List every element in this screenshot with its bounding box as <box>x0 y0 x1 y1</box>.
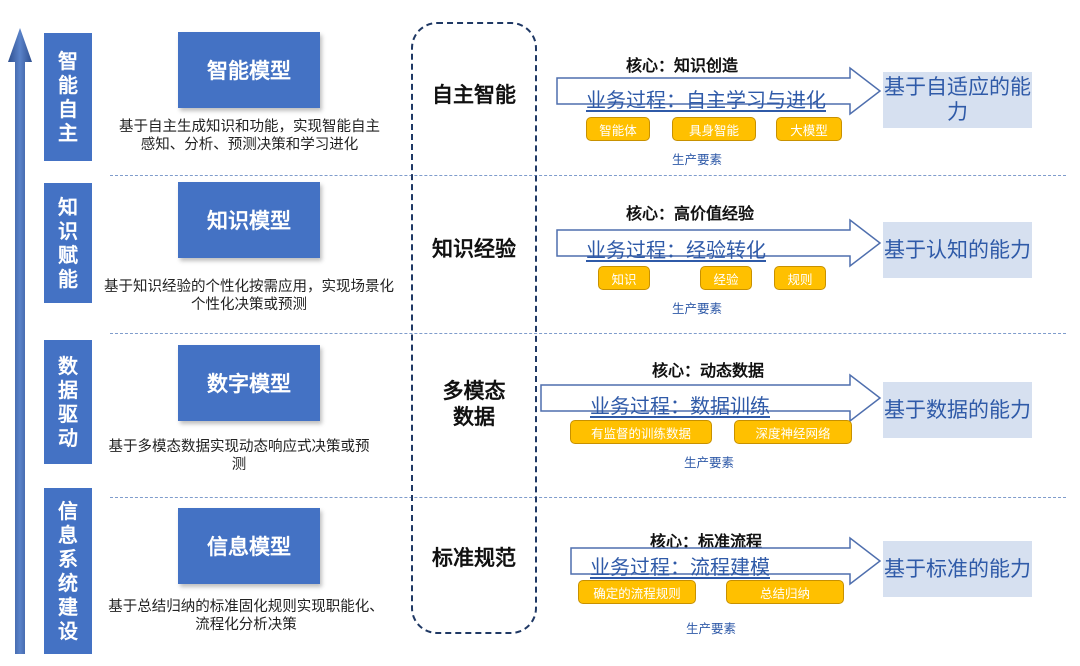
capability-box-standard: 基于标准的能力 <box>883 541 1032 597</box>
stage-label-data-driven: 数据驱动 <box>44 340 92 464</box>
factor-tag: 经验 <box>700 266 752 290</box>
model-desc-intelligent: 基于自主生成知识和功能，实现智能自主感知、分析、预测决策和学习进化 <box>119 119 380 153</box>
factor-caption: 生产要素 <box>672 301 723 316</box>
stage-label-knowledge-empowerment: 知识赋能 <box>44 183 92 303</box>
capability-box-adaptive: 基于自适应的能力 <box>883 72 1032 128</box>
level-up-arrow <box>8 28 32 654</box>
center-label-standards: 标准规范 <box>432 546 516 570</box>
factor-tag: 深度神经网络 <box>734 420 852 444</box>
core-label: 核心：知识创造 <box>626 56 739 75</box>
model-box-intelligent: 智能模型 <box>178 32 320 108</box>
factor-tag: 确定的流程规则 <box>578 580 696 604</box>
process-label: 业务过程：自主学习与进化 <box>586 88 826 112</box>
model-box-information: 信息模型 <box>178 508 320 584</box>
process-label: 业务过程：数据训练 <box>590 394 770 418</box>
capability-box-cognitive: 基于认知的能力 <box>883 222 1032 278</box>
process-label: 业务过程：流程建模 <box>590 555 770 579</box>
factor-caption: 生产要素 <box>686 621 737 636</box>
factor-tag: 有监督的训练数据 <box>570 420 712 444</box>
factor-tag: 规则 <box>774 266 826 290</box>
model-desc-digital: 基于多模态数据实现动态响应式决策或预测 <box>108 439 370 473</box>
process-arrow <box>540 373 882 423</box>
row-divider <box>110 333 1066 334</box>
factor-tag: 知识 <box>598 266 650 290</box>
process-arrow <box>556 218 882 268</box>
factor-tag: 具身智能 <box>672 117 756 141</box>
model-box-knowledge: 知识模型 <box>178 182 320 258</box>
stage-label-information-system: 信息系统建设 <box>44 488 92 654</box>
factor-tag: 总结归纳 <box>726 580 844 604</box>
factor-tag: 智能体 <box>586 117 650 141</box>
model-box-digital: 数字模型 <box>178 345 320 421</box>
core-label: 核心：标准流程 <box>650 532 763 551</box>
core-label: 核心：动态数据 <box>652 361 765 380</box>
center-dashed-frame <box>411 22 537 634</box>
row-divider <box>110 175 1066 176</box>
factor-caption: 生产要素 <box>684 455 735 470</box>
core-label: 核心：高价值经验 <box>626 204 755 223</box>
capability-box-data: 基于数据的能力 <box>883 382 1032 438</box>
process-arrow <box>556 66 882 116</box>
stage-label-intelligent-autonomy: 智能自主 <box>44 33 92 161</box>
factor-tag: 大模型 <box>776 117 842 141</box>
model-desc-knowledge: 基于知识经验的个性化按需应用，实现场景化个性化决策或预测 <box>104 279 394 313</box>
row-divider <box>110 497 1066 498</box>
center-label-knowledge-experience: 知识经验 <box>432 237 516 261</box>
model-desc-information: 基于总结归纳的标准固化规则实现职能化、流程化分析决策 <box>108 599 384 633</box>
process-arrow <box>570 536 882 586</box>
center-label-autonomous-intelligence: 自主智能 <box>432 83 516 107</box>
factor-caption: 生产要素 <box>672 152 723 167</box>
center-label-multimodal-data: 多模态数据 <box>442 379 506 429</box>
process-label: 业务过程：经验转化 <box>586 238 766 262</box>
